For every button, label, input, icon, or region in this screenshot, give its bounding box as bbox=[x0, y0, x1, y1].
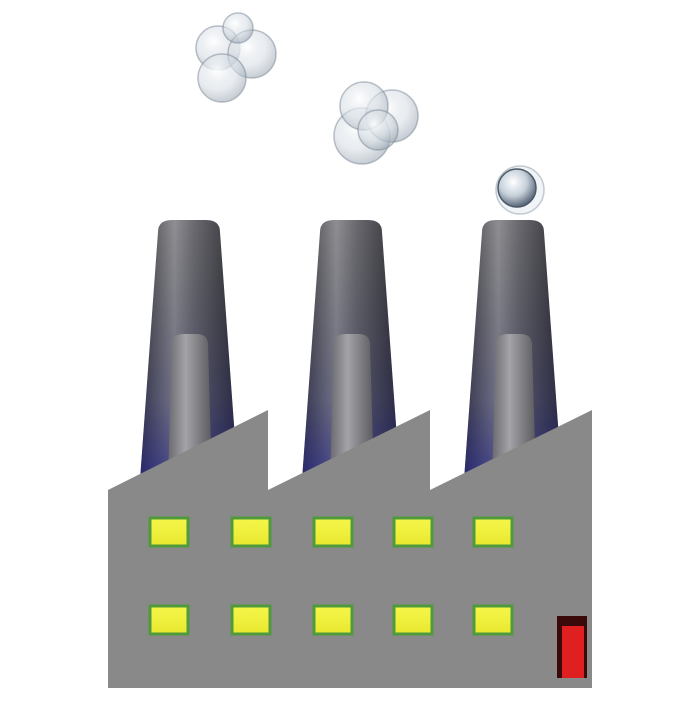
window bbox=[472, 516, 514, 548]
smoke-puff-group-2 bbox=[333, 81, 419, 165]
window-row-1 bbox=[148, 516, 514, 548]
window bbox=[230, 516, 272, 548]
window-row-2 bbox=[148, 604, 514, 636]
window bbox=[472, 604, 514, 636]
smoke-puff-group-1 bbox=[195, 12, 277, 103]
smoke-puff-group-3 bbox=[495, 165, 545, 215]
window bbox=[392, 516, 434, 548]
window bbox=[148, 516, 190, 548]
factory-building bbox=[108, 410, 592, 688]
window bbox=[312, 604, 354, 636]
factory-door bbox=[557, 616, 587, 678]
window bbox=[392, 604, 434, 636]
chimney-3 bbox=[464, 220, 562, 480]
window bbox=[148, 604, 190, 636]
window bbox=[312, 516, 354, 548]
window bbox=[230, 604, 272, 636]
chimney-1 bbox=[140, 220, 238, 480]
